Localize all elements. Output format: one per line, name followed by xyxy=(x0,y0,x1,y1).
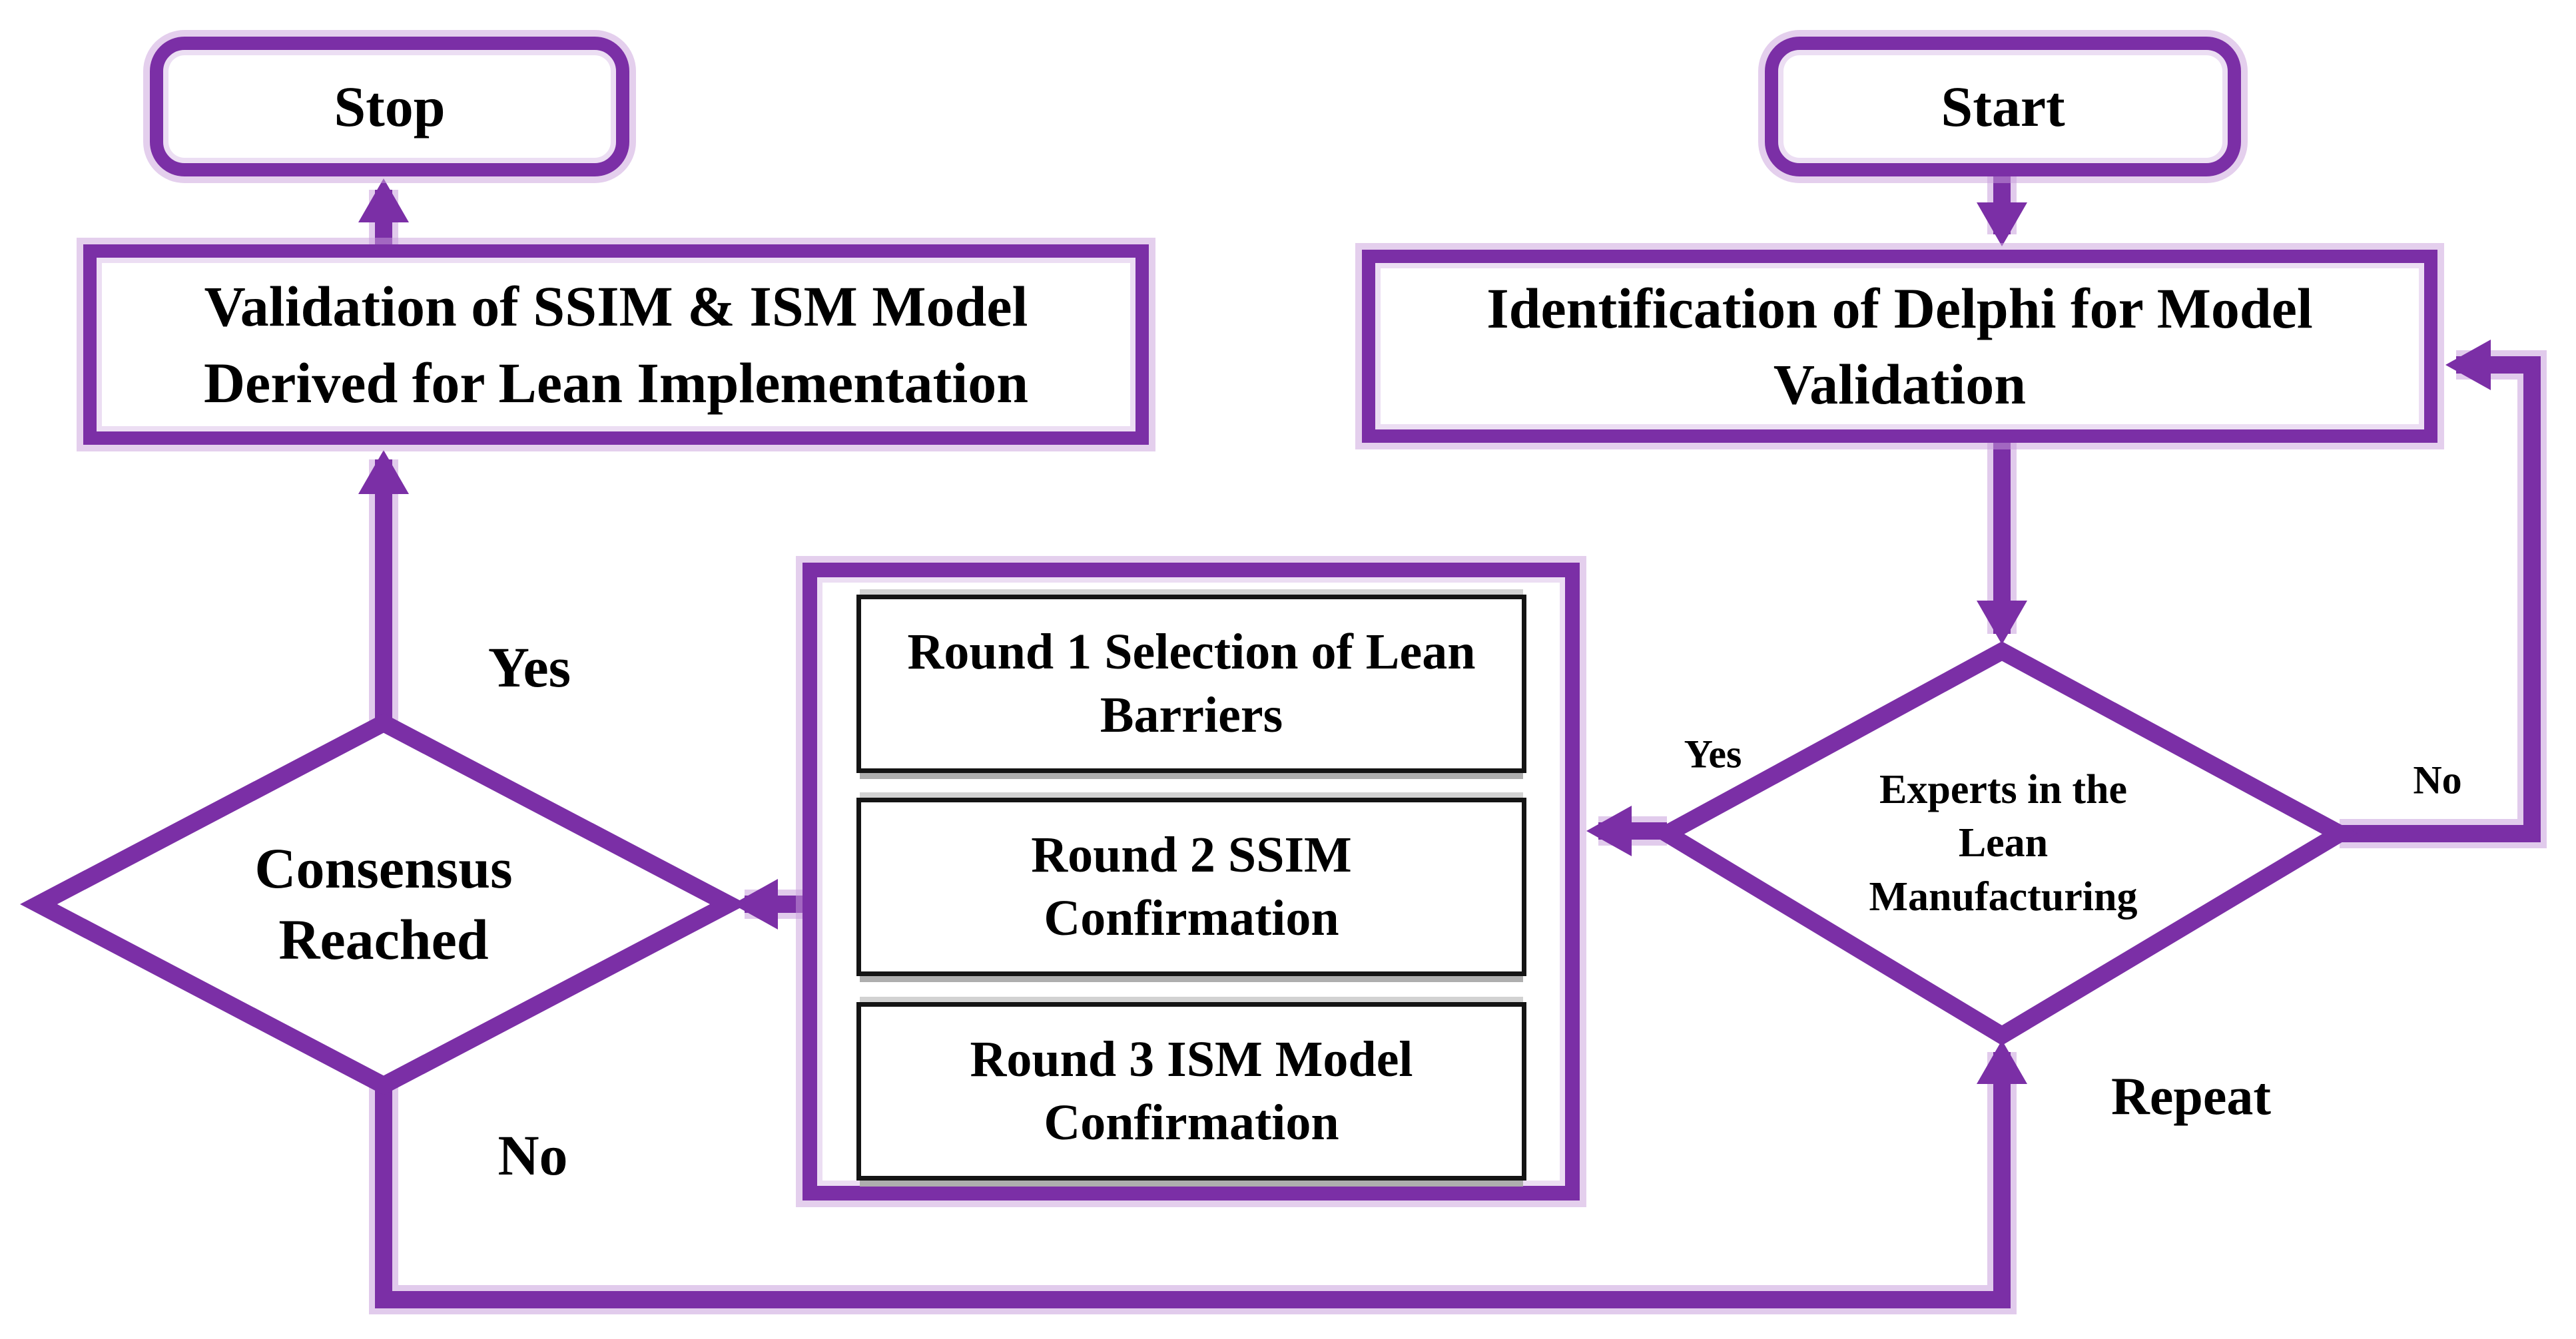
arrowhead-into-identification-right xyxy=(2445,340,2491,390)
arrowhead-into-stop xyxy=(358,178,409,222)
stop-node: Stop xyxy=(150,37,629,176)
arrow-experts-no-loop xyxy=(2340,356,2541,842)
identification-node: Identification of Delphi for Model Valid… xyxy=(1362,250,2437,443)
arrowhead-into-experts-bottom xyxy=(1977,1040,2027,1084)
no-label-consensus: No xyxy=(497,1123,568,1187)
round-3-label: Round 3 ISM Model Confirmation xyxy=(970,1031,1413,1151)
start-label: Start xyxy=(1941,74,2065,138)
experts-diamond xyxy=(1649,641,2358,1046)
yes-label-experts: Yes xyxy=(1684,732,1742,776)
stop-label: Stop xyxy=(334,74,446,138)
repeat-label: Repeat xyxy=(2111,1067,2271,1127)
arrowheads xyxy=(358,178,2491,1084)
arrowhead-into-consensus-right xyxy=(733,879,778,930)
identification-label: Identification of Delphi for Model Valid… xyxy=(1486,276,2313,416)
validation-node: Validation of SSIM & ISM Model Derived f… xyxy=(83,244,1149,445)
yes-label-consensus: Yes xyxy=(487,635,571,699)
round-1-node: Round 1 Selection of Lean Barriers xyxy=(856,595,1526,773)
arrowhead-into-rounds-right xyxy=(1586,806,1632,856)
arrowhead-into-validation xyxy=(358,450,409,494)
arrow-consensus-no-repeat-loop xyxy=(375,1052,2011,1308)
validation-label: Validation of SSIM & ISM Model Derived f… xyxy=(203,274,1029,415)
arrowhead-into-experts-top xyxy=(1977,601,2027,645)
arrowhead-into-identification-top xyxy=(1977,202,2027,246)
round-1-label: Round 1 Selection of Lean Barriers xyxy=(907,624,1476,743)
consensus-diamond xyxy=(20,713,747,1095)
start-node: Start xyxy=(1765,37,2241,176)
round-2-label: Round 2 SSIM Confirmation xyxy=(1031,827,1352,946)
round-2-node: Round 2 SSIM Confirmation xyxy=(856,798,1526,976)
round-3-node: Round 3 ISM Model Confirmation xyxy=(856,1002,1526,1181)
no-label-experts: No xyxy=(2413,758,2462,802)
